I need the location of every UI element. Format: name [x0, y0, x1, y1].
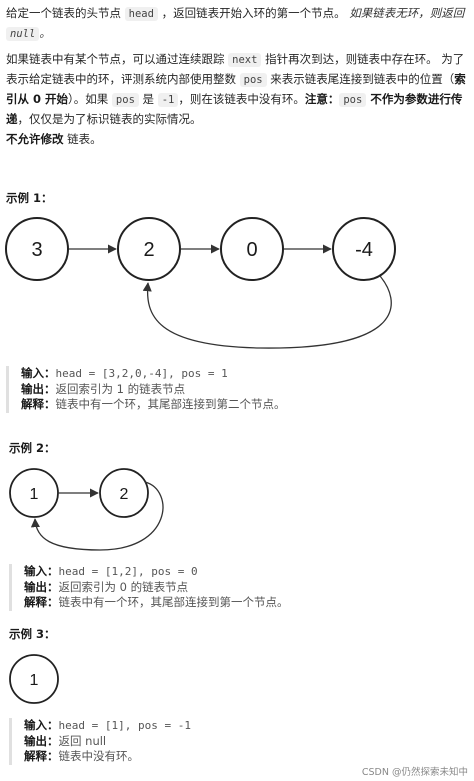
ex2-output-value: 返回索引为 0 的链表节点 [58, 579, 189, 594]
node-ex2-0: 1 [9, 468, 59, 518]
problem-paragraph-3: 不允许修改 链表。 [6, 130, 466, 149]
node-ex1-2-label: 0 [246, 239, 257, 261]
node-ex2-0-label: 1 [30, 486, 39, 503]
node-ex3-0: 1 [9, 654, 59, 704]
node-ex1-3: -4 [332, 217, 396, 281]
p2-bold-index: 索引从 0 开始 [6, 72, 466, 106]
code-pos-3: pos [339, 93, 367, 107]
ex3-input-label: 输入： [24, 718, 59, 732]
node-ex1-0-label: 3 [31, 239, 42, 261]
p2-bold-notparam: 不作为参数进行传递 [6, 92, 463, 126]
ex1-input-label: 输入： [21, 366, 56, 380]
p1-text-b: ，返回链表开始入环的第一个节点。 [157, 6, 350, 20]
node-ex1-1-label: 2 [143, 239, 154, 261]
ex1-output-value: 返回索引为 1 的链表节点 [55, 381, 186, 396]
problem-paragraph-2: 如果链表中有某个节点，可以通过连续跟踪 next 指针再次到达，则链表中存在环。… [6, 50, 466, 129]
example-1-io: 输入：head = [3,2,0,-4], pos = 1 输出：返回索引为 1… [6, 366, 286, 413]
p2-text-g: ，仅仅是为了标识链表的实际情况。 [17, 112, 202, 126]
code-pos: pos [239, 73, 267, 87]
example-2-io: 输入：head = [1,2], pos = 0 输出：返回索引为 0 的链表节… [9, 564, 289, 611]
problem-paragraph-1: 给定一个链表的头节点 head ，返回链表开始入环的第一个节点。 如果链表无环，… [6, 4, 466, 44]
ex1-explain-value: 链表中有一个环，其尾部连接到第二个节点。 [55, 397, 286, 411]
edge-ex2-cycle [30, 481, 164, 551]
p2-text-a: 如果链表中有某个节点，可以通过连续跟踪 [6, 52, 229, 66]
code-next: next [228, 53, 262, 67]
p3-text: 链表。 [63, 132, 102, 146]
ex1-input-value: head = [3,2,0,-4], pos = 1 [55, 367, 228, 380]
example-2-diagram: 1 2 [9, 468, 164, 551]
ex2-explain-value: 链表中有一个环，其尾部连接到第一个节点。 [58, 595, 289, 609]
ex2-input-value: head = [1,2], pos = 0 [58, 565, 198, 578]
p1-em-end: 。 [39, 26, 51, 40]
p2-text-f: ，则在该链表中没有环。 [178, 92, 305, 106]
node-ex1-3-label: -4 [355, 239, 373, 261]
ex3-input-value: head = [1], pos = -1 [58, 719, 191, 732]
example-1-heading: 示例 1： [6, 191, 53, 205]
example-3-diagram: 1 [9, 654, 59, 704]
edge-ex1-cycle [142, 275, 392, 349]
p2-text-c: 来表示链表尾连接到链表中的位置（ [266, 72, 455, 86]
code-head: head [124, 7, 158, 21]
p1-text: 给定一个链表的头节点 [6, 6, 125, 20]
node-ex2-1: 2 [99, 468, 149, 518]
code-pos-2: pos [111, 93, 139, 107]
ex1-explain-label: 解释： [21, 397, 56, 411]
node-ex1-0: 3 [5, 217, 69, 281]
ex3-explain-label: 解释： [24, 749, 59, 763]
p3-bold: 不允许修改 [6, 132, 64, 146]
code-neg1: -1 [157, 93, 179, 107]
ex2-explain-label: 解释： [24, 595, 59, 609]
code-null: null [6, 27, 40, 41]
ex3-output-label: 输出： [24, 733, 59, 748]
example-2-heading: 示例 2： [9, 441, 56, 455]
node-ex3-0-label: 1 [30, 672, 39, 689]
p2-text-b: 指针再次到达，则链表中存在环。 为了表示给定链表中的环，评测系统内部使用整数 [6, 52, 465, 86]
node-ex1-1: 2 [117, 217, 181, 281]
example-1-diagram: 3 2 0 -4 [5, 217, 396, 349]
node-ex2-1-label: 2 [120, 486, 129, 503]
example-3-heading: 示例 3： [9, 627, 56, 641]
ex1-output-label: 输出： [21, 381, 56, 396]
p1-emphasis: 如果链表无环，则返回 null。 [6, 6, 465, 41]
example-3-io: 输入：head = [1], pos = -1 输出：返回 null 解释：链表… [9, 718, 191, 765]
csdn-watermark: CSDN @仍然探索未知中 [361, 767, 468, 778]
node-ex1-2: 0 [220, 217, 284, 281]
ex2-input-label: 输入： [24, 564, 59, 578]
ex3-output-value: 返回 null [58, 733, 107, 748]
p2-bold-note: 注意： [304, 92, 340, 106]
ex3-explain-value: 链表中没有环。 [58, 749, 140, 763]
ex2-output-label: 输出： [24, 579, 59, 594]
p1-em-text: 如果链表无环，则返回 [349, 6, 465, 20]
p2-text-d: ）。如果 [68, 92, 112, 106]
p2-text-e: 是 [138, 92, 158, 106]
